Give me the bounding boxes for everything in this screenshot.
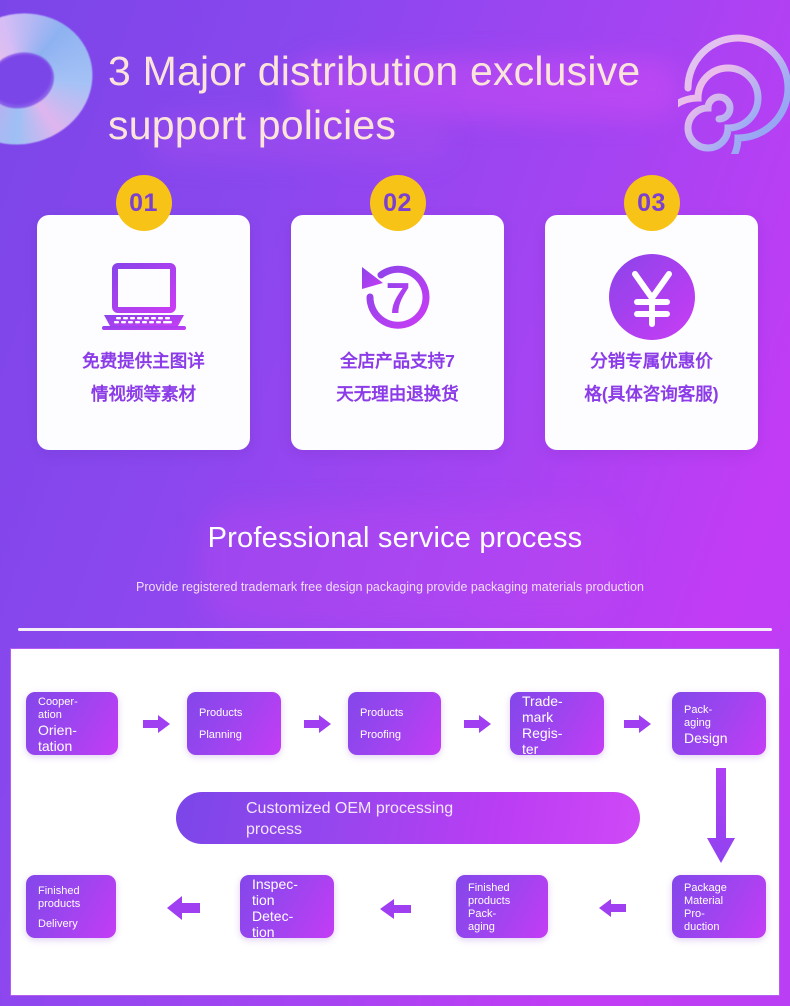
flow-box-small-text: Inspec-tion — [252, 875, 298, 908]
arrow-down-icon — [707, 768, 735, 863]
spiral-shape-icon — [678, 34, 790, 154]
policy-text-line2: 情视频等素材 — [91, 384, 196, 404]
policy-number-badge: 01 — [115, 175, 172, 231]
flow-box-mid-text: Pro-duction — [684, 907, 720, 933]
flow-box-large-text: Regis-ter — [522, 724, 563, 757]
page-title: 3 Major distribution exclusive support p… — [108, 48, 641, 148]
arrow-right-icon — [464, 715, 491, 733]
policy-card-list: 01 — [0, 175, 790, 455]
flow-box-large-text: Pack-aging — [468, 907, 497, 933]
policy-text-line1: 分销专属优惠价 — [590, 351, 713, 371]
policy-text-line2: 天无理由退换货 — [336, 384, 459, 404]
flow-box-small-text: Pack-aging — [684, 703, 713, 729]
policy-card-01[interactable]: 01 — [37, 175, 250, 450]
seven-day-return-icon: 7 — [291, 249, 504, 345]
arrow-right-icon — [143, 715, 170, 733]
flow-box-large-text: Detec-tion — [252, 907, 294, 940]
policy-text-line2: 格(具体咨询客服) — [584, 384, 719, 404]
oem-process-banner: Customized OEM processing process — [176, 792, 640, 844]
flow-box-large-text: Design — [684, 729, 728, 746]
torus-shape-icon — [0, 0, 109, 162]
flow-box-large-text: Orien-tation — [38, 721, 77, 754]
yuan-currency-icon — [545, 249, 758, 345]
svg-text:7: 7 — [385, 274, 409, 323]
flow-box-trademark-register[interactable]: Trade-mark Regis-ter — [510, 692, 604, 757]
flow-box-cooperation-orientation[interactable]: Cooper-ation Orien-tation — [26, 692, 118, 755]
arrow-left-icon — [599, 899, 626, 917]
flow-box-small-text: Cooper-ation — [38, 695, 78, 721]
oem-line2: process — [246, 821, 303, 838]
policy-card-03[interactable]: 03 分销专属优惠价 格(具体咨询客服) — [545, 175, 758, 450]
flow-box-small-text: Products — [360, 707, 404, 719]
section-divider — [18, 628, 772, 631]
arrow-left-icon — [380, 899, 411, 919]
policy-card-text: 全店产品支持7 天无理由退换货 — [291, 345, 504, 411]
flow-box-small-text: Products — [199, 707, 243, 719]
flow-box-small-text: Trade-mark — [522, 692, 563, 725]
flow-box-mid-text: Delivery — [38, 917, 78, 930]
section-title: Professional service process — [207, 522, 583, 554]
laptop-icon — [37, 249, 250, 345]
arrow-right-icon — [624, 715, 651, 733]
policy-card-02[interactable]: 02 7 全店产品支持7 天无理由退换货 — [291, 175, 504, 450]
flow-box-inspection-detection[interactable]: Inspec-tion Detec-tion — [240, 875, 334, 940]
arrow-right-icon — [304, 715, 331, 733]
policy-text-line1: 全店产品支持7 — [340, 351, 455, 371]
policy-card-text: 分销专属优惠价 格(具体咨询客服) — [545, 345, 758, 411]
section-subtitle: Provide registered trademark free design… — [136, 580, 644, 594]
flow-box-products-planning[interactable]: Products Planning — [187, 692, 281, 755]
oem-line1: Customized OEM processing — [246, 800, 454, 817]
flow-box-mid-text: Planning — [199, 729, 242, 741]
policy-card-text: 免费提供主图详 情视频等素材 — [37, 345, 250, 411]
flow-box-packaging-design[interactable]: Pack-aging Design — [672, 692, 766, 755]
flow-box-products-proofing[interactable]: Products Proofing — [348, 692, 441, 755]
policy-text-line1: 免费提供主图详 — [82, 351, 205, 371]
policy-number-badge: 02 — [369, 175, 426, 231]
policy-number-badge: 03 — [623, 175, 680, 231]
flow-box-mid-text: Proofing — [360, 729, 401, 741]
arrow-left-icon — [167, 896, 200, 920]
